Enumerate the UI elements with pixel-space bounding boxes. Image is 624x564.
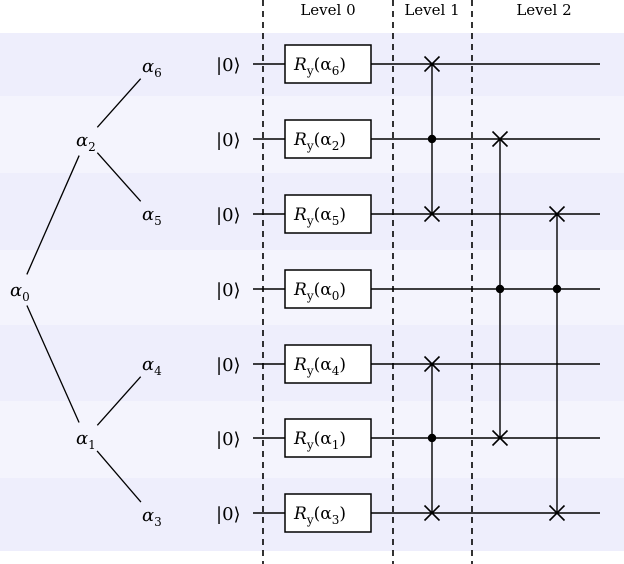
ry-gate-label: Ry(α6): [293, 55, 346, 78]
ket-zero: |0⟩: [216, 205, 241, 226]
swap-cross: [548, 205, 566, 223]
tree-node-a4: α4: [142, 354, 162, 378]
tree-node-a0: α0: [10, 280, 30, 304]
tree-edges: [26, 78, 142, 503]
level-labels: Level 0 Level 1 Level 2: [300, 1, 571, 19]
tree-node-a3: α3: [142, 505, 162, 529]
ry-gate-label: Ry(α2): [293, 130, 346, 153]
ry-gate-box: [284, 269, 372, 309]
ket-zero: |0⟩: [216, 429, 241, 450]
swap-cross: [491, 130, 509, 148]
tree-node-a6: α6: [142, 56, 162, 80]
ry-gate-label: Ry(α1): [293, 429, 346, 452]
tree-node-a1: α1: [76, 428, 96, 452]
tree-edge: [26, 155, 80, 275]
tree-edge: [96, 450, 142, 503]
rotation-gates: Ry(α6) Ry(α2) Ry(α5) Ry(α0) Ry(α4) Ry(α1) Ry(α…: [284, 44, 372, 533]
swap-cross: [423, 355, 441, 373]
tree-edge: [96, 152, 142, 202]
ry-gate-label: Ry(α0): [293, 280, 346, 303]
swap-cross: [423, 55, 441, 73]
level-0-label: Level 0: [300, 1, 355, 19]
swap-cross: [548, 504, 566, 522]
ry-gate-box: [284, 119, 372, 159]
ry-gate-label: Ry(α3): [293, 504, 346, 527]
control-dot: [427, 433, 437, 443]
swap-cross: [423, 504, 441, 522]
ry-gate-box: [284, 344, 372, 384]
ket-zero: |0⟩: [216, 130, 241, 151]
controlled-swaps: [423, 55, 566, 522]
tree-edge: [96, 78, 142, 128]
level-1-label: Level 1: [404, 1, 459, 19]
level-2-label: Level 2: [516, 1, 571, 19]
tree-node-a2: α2: [76, 130, 96, 154]
tree-node-a5: α5: [142, 204, 162, 228]
ry-gate-label: Ry(α5): [293, 205, 346, 228]
input-kets: |0⟩ |0⟩ |0⟩ |0⟩ |0⟩ |0⟩ |0⟩: [216, 55, 241, 525]
tree-nodes: α0 α2 α1 α6 α5 α4 α3: [10, 56, 162, 529]
ry-gate-label: Ry(α4): [293, 355, 346, 378]
ket-zero: |0⟩: [216, 504, 241, 525]
ry-gate-box: [284, 493, 372, 533]
swap-cross: [423, 205, 441, 223]
ry-gate-box: [284, 194, 372, 234]
ry-gate-box: [284, 44, 372, 84]
ry-gate-box: [284, 418, 372, 458]
control-dot: [552, 284, 562, 294]
swap-cross: [491, 429, 509, 447]
control-dot: [495, 284, 505, 294]
control-dot: [427, 134, 437, 144]
ket-zero: |0⟩: [216, 280, 241, 301]
ket-zero: |0⟩: [216, 55, 241, 76]
ket-zero: |0⟩: [216, 355, 241, 376]
tree-edge: [26, 305, 80, 423]
tree-edge: [96, 376, 142, 426]
